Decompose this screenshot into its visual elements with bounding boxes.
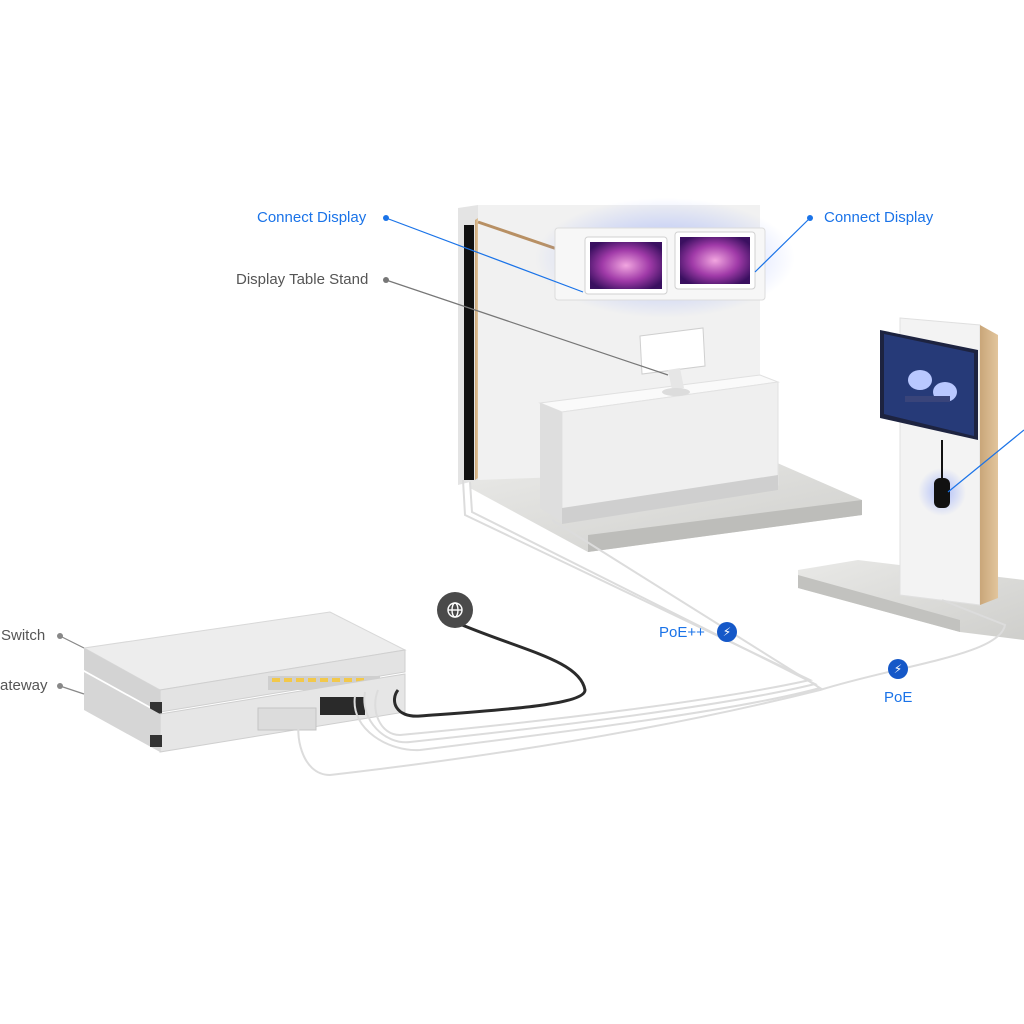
internet-cable bbox=[393, 620, 587, 718]
gateway-side bbox=[84, 672, 160, 752]
poe-plus-cable-3 bbox=[353, 519, 823, 752]
counter-base bbox=[562, 475, 778, 524]
kiosk-sensor bbox=[934, 478, 950, 508]
booth-floor-edge bbox=[588, 500, 862, 552]
cables bbox=[297, 479, 1007, 777]
poe-cable bbox=[297, 599, 1007, 777]
retail-booth bbox=[458, 198, 862, 552]
gateway-logo bbox=[150, 735, 162, 747]
label-switch: Switch bbox=[1, 627, 46, 644]
connect-display-right-device bbox=[674, 231, 756, 290]
kiosk-stand bbox=[798, 317, 1024, 640]
label-poe: PoE bbox=[884, 689, 913, 706]
label-display-table-stand: Display Table Stand bbox=[236, 271, 369, 288]
internet-node bbox=[437, 592, 473, 628]
globe-icon bbox=[447, 602, 463, 618]
connect-display-left-device bbox=[584, 236, 668, 295]
network-rack bbox=[82, 611, 407, 753]
counter-side bbox=[540, 403, 562, 522]
label-poe-plus-plus: PoE++ bbox=[659, 624, 705, 641]
callout-lines bbox=[57, 215, 1024, 695]
display-table-stand-device bbox=[639, 327, 706, 396]
lightning-bolt-icon: ⚡ bbox=[717, 622, 737, 642]
lightning-bolt-icon: ⚡ bbox=[888, 659, 908, 679]
label-connect-display-right: Connect Display bbox=[824, 209, 934, 226]
label-gateway: ateway bbox=[0, 677, 48, 694]
poe-plus-cable-2 bbox=[363, 481, 818, 744]
label-connect-display-left: Connect Display bbox=[257, 209, 367, 226]
booth-wall-dark-strip bbox=[464, 225, 474, 480]
booth-wall-wood-edge bbox=[475, 218, 478, 480]
switch-side bbox=[84, 648, 160, 712]
poe-plus-cable-1 bbox=[374, 479, 814, 737]
